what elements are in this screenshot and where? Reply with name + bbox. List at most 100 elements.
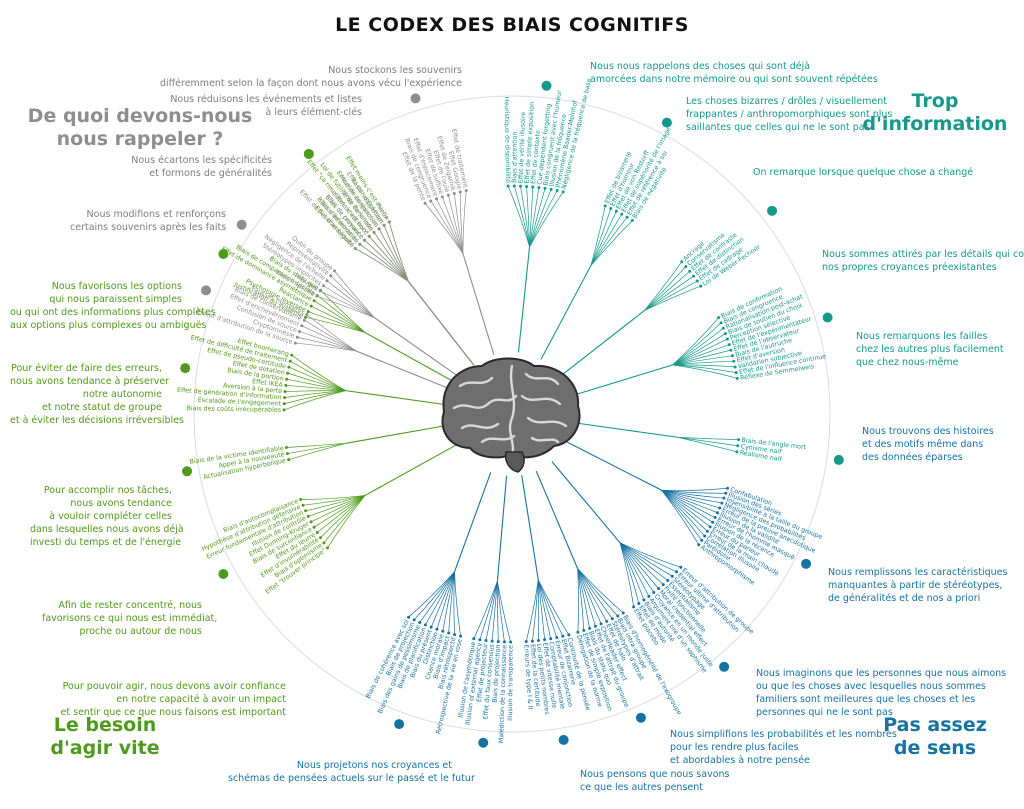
branch-line xyxy=(491,581,498,642)
bias-dot xyxy=(620,212,624,216)
bias-dot xyxy=(729,348,733,352)
bias-dot xyxy=(699,284,703,288)
bias-dot xyxy=(358,242,362,246)
bias-dot xyxy=(452,191,456,195)
branch-line xyxy=(436,198,464,254)
category-dot xyxy=(394,719,405,730)
branch-line xyxy=(448,571,455,634)
bias-dot xyxy=(549,637,553,641)
bias-dot xyxy=(418,620,422,624)
branch-line xyxy=(577,568,590,629)
branch-line xyxy=(287,442,347,454)
bias-dot xyxy=(733,365,737,369)
branch-line xyxy=(661,489,718,514)
branch-line xyxy=(454,571,461,637)
branch-line xyxy=(305,495,366,512)
branch-line xyxy=(619,542,655,593)
branch-line xyxy=(526,186,530,247)
bias-dot xyxy=(423,201,427,205)
branch-line xyxy=(537,579,552,639)
bias-dot xyxy=(610,617,614,621)
bias-dot xyxy=(543,638,547,642)
branch-line xyxy=(326,280,375,318)
category-dot xyxy=(218,568,229,579)
branch-line xyxy=(430,571,455,628)
bias-dot xyxy=(321,284,325,288)
branch-line xyxy=(310,305,366,333)
branch-line xyxy=(672,349,731,366)
bias-dot xyxy=(382,223,386,227)
bias-dot xyxy=(708,525,712,529)
branch-line xyxy=(644,285,701,311)
bias-dot xyxy=(576,630,580,634)
branch-stem xyxy=(551,461,621,544)
branch-line xyxy=(286,378,346,391)
bias-dot xyxy=(684,264,688,268)
branch-line xyxy=(661,490,700,545)
branch-stem xyxy=(356,350,455,392)
branch-line xyxy=(661,490,705,537)
bias-dot xyxy=(300,324,304,328)
branch-line xyxy=(644,280,698,311)
category-dot xyxy=(478,737,489,748)
bias-dot xyxy=(306,514,310,518)
branch-line xyxy=(373,232,409,282)
branch-stem xyxy=(364,332,459,385)
bias-dot xyxy=(459,634,463,638)
branch-line xyxy=(661,489,726,494)
branch-line xyxy=(453,571,455,635)
bias-label: Erreurs de type I & II xyxy=(522,644,533,710)
bias-dot xyxy=(429,625,433,629)
branch-line xyxy=(485,581,498,641)
branch-stem xyxy=(521,475,539,581)
branch-line xyxy=(301,325,357,352)
bias-dot xyxy=(700,538,704,542)
bias-dot xyxy=(614,209,618,213)
branch-line xyxy=(529,187,540,247)
branch-line xyxy=(383,225,409,282)
category-dot xyxy=(767,205,778,216)
bias-dot xyxy=(502,640,506,644)
branch-line xyxy=(619,542,640,604)
branch-stem xyxy=(496,475,508,582)
branch-line xyxy=(644,270,690,311)
branch-line xyxy=(330,275,375,318)
bias-dot xyxy=(285,377,289,381)
branch-line xyxy=(644,266,687,311)
category-dot xyxy=(303,148,314,159)
bias-dot xyxy=(647,594,651,598)
bias-dot xyxy=(616,614,620,618)
branch-line xyxy=(305,316,366,333)
branch-line xyxy=(532,579,539,642)
bias-dot xyxy=(695,279,699,283)
bias-dot xyxy=(588,626,592,630)
bias-dot xyxy=(555,189,559,193)
branch-stem xyxy=(454,472,492,573)
bias-label: Heuristique de disponibilité xyxy=(503,97,512,184)
bias-dot xyxy=(561,190,565,194)
bias-dot xyxy=(435,197,439,201)
bias-dot xyxy=(429,199,433,203)
branch-line xyxy=(419,571,455,623)
branch-line xyxy=(316,295,375,318)
branch-line xyxy=(619,542,677,573)
branch-line xyxy=(537,579,545,640)
branch-line xyxy=(619,542,659,589)
outer-ring xyxy=(193,95,831,733)
branch-line xyxy=(661,489,720,509)
branch-line xyxy=(577,568,602,625)
bias-dot xyxy=(283,389,287,393)
branch-line xyxy=(473,581,498,639)
bias-dot xyxy=(724,491,728,495)
bias-dot xyxy=(293,341,297,345)
category-dot xyxy=(661,117,672,128)
category-label-info: On remarque lorsque quelque chose a chan… xyxy=(753,167,974,178)
category-dot xyxy=(410,93,421,104)
